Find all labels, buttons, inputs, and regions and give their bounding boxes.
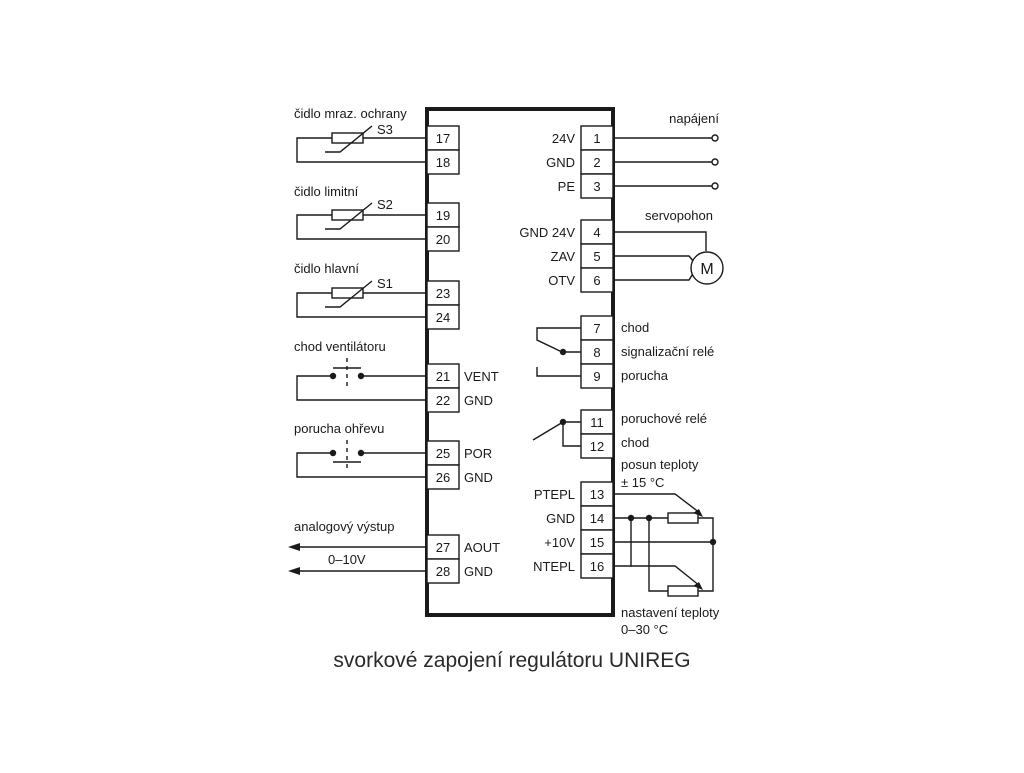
- motor-label: M: [700, 261, 713, 278]
- terminal-name: NTEPL: [533, 559, 575, 574]
- thermistor-s3: [331, 132, 364, 144]
- group-label: analogový výstup: [294, 519, 394, 534]
- terminal-name: AOUT: [464, 540, 500, 555]
- heating-fault-contact: porucha ohřevu: [294, 421, 427, 478]
- signal-label: 0–10V: [328, 552, 366, 567]
- terminal-number: 6: [593, 273, 600, 288]
- terminal-number: 11: [590, 415, 604, 430]
- temp-shift-range: ± 15 °C: [621, 475, 664, 490]
- terminal-number: 17: [436, 131, 450, 146]
- terminal-number: 25: [436, 446, 450, 461]
- terminal-20: [426, 226, 460, 252]
- terminal-name: 24V: [552, 131, 575, 146]
- terminal-28: [426, 558, 460, 584]
- relay-fault-label: porucha: [621, 368, 669, 383]
- terminal-name: GND: [546, 155, 575, 170]
- terminal-6: [580, 267, 614, 293]
- signal-relay: chod signalizační relé porucha: [536, 320, 714, 383]
- sensor-s1-circuit: čidlo hlavní S1: [294, 261, 427, 318]
- right-terminal-block: 1 2 3 4 5 6 7 8 9 11 12 13 14 15 16 24V …: [519, 125, 614, 579]
- group-label: porucha ohřevu: [294, 421, 384, 436]
- terminal-name: ZAV: [551, 249, 576, 264]
- terminal-number: 18: [436, 155, 450, 170]
- terminal-number: 12: [590, 439, 604, 454]
- group-label: čidlo mraz. ochrany: [294, 106, 407, 121]
- terminal-24: [426, 304, 460, 330]
- terminal-number: 1: [593, 131, 600, 146]
- relay-signal-label: signalizační relé: [621, 344, 714, 359]
- power-supply: napájení: [613, 111, 719, 190]
- terminal-number: 13: [590, 487, 604, 502]
- terminal-9: [580, 363, 614, 389]
- motor-symbol: [690, 251, 724, 285]
- terminal-number: 27: [436, 540, 450, 555]
- terminal-number: 9: [593, 369, 600, 384]
- terminal-name: GND 24V: [519, 225, 575, 240]
- potentiometer-set: [667, 585, 699, 597]
- terminal-name: +10V: [544, 535, 575, 550]
- analog-output: analogový výstup 0–10V: [288, 519, 427, 575]
- terminal-7: [580, 315, 614, 341]
- terminal-name: VENT: [464, 369, 499, 384]
- sensor-s3-circuit: čidlo mraz. ochrany S3: [294, 106, 427, 163]
- terminal-number: 26: [436, 470, 450, 485]
- supply-label: napájení: [669, 111, 719, 126]
- terminal-number: 23: [436, 286, 450, 301]
- terminal-number: 16: [590, 559, 604, 574]
- terminal-name: POR: [464, 446, 492, 461]
- terminal-name: OTV: [548, 273, 575, 288]
- group-label: čidlo limitní: [294, 184, 359, 199]
- terminal-number: 22: [436, 393, 450, 408]
- terminal-name: GND: [464, 564, 493, 579]
- terminal-name: PE: [558, 179, 576, 194]
- terminal-number: 19: [436, 208, 450, 223]
- terminal-12: [580, 433, 614, 459]
- terminal-5: [580, 243, 614, 269]
- temperature-potentiometers: posun teploty ± 15 °C nastavení teploty …: [613, 457, 720, 637]
- fan-run-contact: chod ventilátoru: [294, 339, 427, 401]
- relay-run-label: chod: [621, 320, 649, 335]
- sensor-label: S1: [377, 276, 393, 291]
- terminal-number: 3: [593, 179, 600, 194]
- group-label: čidlo hlavní: [294, 261, 359, 276]
- terminal-number: 5: [593, 249, 600, 264]
- terminal-number: 21: [436, 369, 450, 384]
- temp-shift-label: posun teploty: [621, 457, 699, 472]
- diagram-caption: svorkové zapojení regulátoru UNIREG: [333, 649, 690, 672]
- fault-relay-label: poruchové relé: [621, 411, 707, 426]
- terminal-number: 28: [436, 564, 450, 579]
- sensor-label: S2: [377, 197, 393, 212]
- group-label: chod ventilátoru: [294, 339, 386, 354]
- thermistor-s2: [331, 209, 364, 221]
- terminal-name: GND: [464, 393, 493, 408]
- fault-relay: poruchové relé chod: [532, 411, 707, 450]
- terminal-name: GND: [464, 470, 493, 485]
- sensor-s2-circuit: čidlo limitní S2: [294, 184, 427, 240]
- terminal-number: 20: [436, 232, 450, 247]
- terminal-number: 7: [593, 321, 600, 336]
- actuator-circuit: servopohon M: [613, 208, 724, 285]
- terminal-number: 4: [593, 225, 600, 240]
- terminal-name: GND: [546, 511, 575, 526]
- actuator-label: servopohon: [645, 208, 713, 223]
- terminal-number: 2: [593, 155, 600, 170]
- temp-set-label: nastavení teploty: [621, 605, 720, 620]
- terminal-name: PTEPL: [534, 487, 575, 502]
- terminal-3: [580, 173, 614, 199]
- thermistor-s1: [331, 287, 364, 299]
- left-terminal-block: 17 18 19 20 23 24 21 22 25 26 27 28 VENT…: [426, 125, 500, 584]
- terminal-number: 8: [593, 345, 600, 360]
- terminal-19: [426, 202, 460, 228]
- fault-relay-run-label: chod: [621, 435, 649, 450]
- terminal-number: 14: [590, 511, 604, 526]
- temp-set-range: 0–30 °C: [621, 622, 668, 637]
- potentiometer-shift: [667, 512, 699, 524]
- terminal-18: [426, 149, 460, 175]
- terminal-number: 15: [590, 535, 604, 550]
- sensor-label: S3: [377, 122, 393, 137]
- terminal-number: 24: [436, 310, 450, 325]
- terminal-26: [426, 464, 460, 490]
